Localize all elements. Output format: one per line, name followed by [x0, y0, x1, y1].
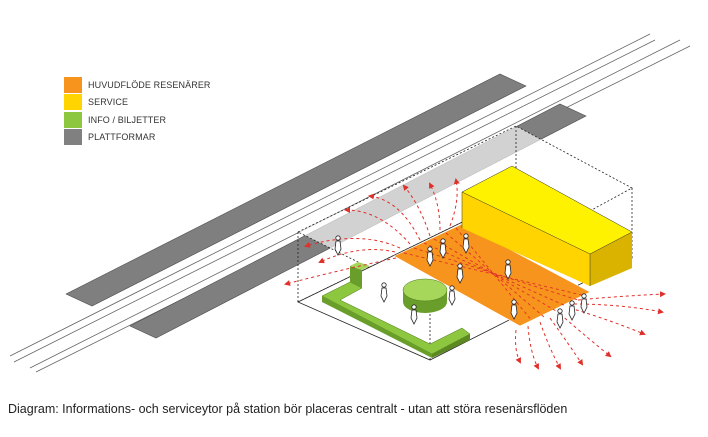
- legend-label: PLATTFORMAR: [88, 132, 156, 143]
- person-icon: [448, 285, 456, 306]
- person-icon: [462, 233, 470, 254]
- pedestrians: [334, 233, 588, 329]
- legend-item-info: INFO / BILJETTER: [64, 111, 211, 129]
- station-diagram: [9, 33, 691, 373]
- legend-item-service: SERVICE: [64, 94, 211, 112]
- legend-swatch: [64, 129, 82, 146]
- legend: HUVUDFLÖDE RESENÄRER SERVICE INFO / BILJ…: [64, 76, 211, 146]
- legend-item-main-flow: HUVUDFLÖDE RESENÄRER: [64, 76, 211, 94]
- person-icon: [426, 246, 434, 267]
- flow-arrows: [284, 178, 666, 370]
- person-icon: [439, 238, 447, 259]
- person-icon: [580, 293, 588, 314]
- person-icon: [568, 300, 576, 321]
- platform-top: [65, 73, 527, 307]
- person-icon: [380, 282, 388, 303]
- legend-swatch: [64, 94, 82, 111]
- legend-label: INFO / BILJETTER: [88, 114, 167, 125]
- person-icon: [410, 304, 418, 325]
- diagram-caption: Diagram: Informations- och serviceytor p…: [8, 402, 568, 416]
- legend-swatch: [64, 111, 82, 128]
- person-icon: [334, 235, 342, 256]
- person-icon: [504, 259, 512, 280]
- legend-label: SERVICE: [88, 97, 129, 108]
- legend-swatch: [64, 76, 82, 93]
- person-icon: [510, 299, 518, 320]
- person-icon: [456, 263, 464, 284]
- legend-label: HUVUDFLÖDE RESENÄRER: [88, 79, 211, 90]
- person-icon: [556, 308, 564, 329]
- info-block: [321, 262, 471, 358]
- service-block: [461, 165, 633, 286]
- legend-item-platforms: PLATTFORMAR: [64, 129, 211, 147]
